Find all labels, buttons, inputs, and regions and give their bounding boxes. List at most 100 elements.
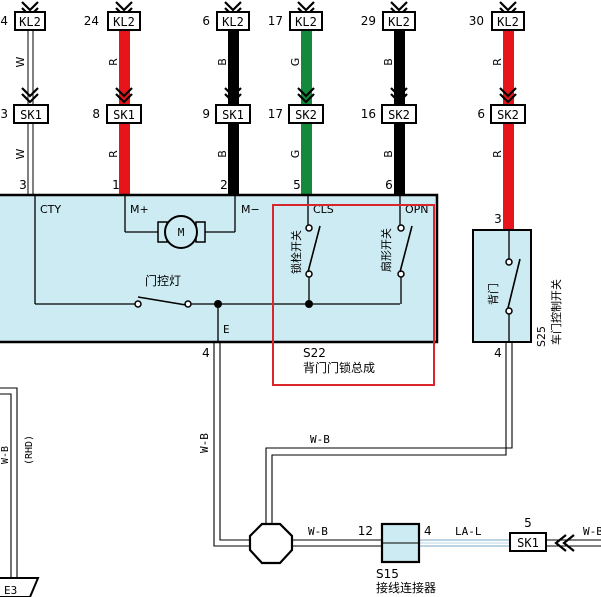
svg-text:锁栓开关: 锁栓开关: [289, 230, 303, 274]
wire-r-mid: [119, 122, 130, 194]
left-partial-wiring: [0, 387, 18, 578]
svg-text:2: 2: [220, 178, 228, 192]
svg-text:5: 5: [293, 178, 301, 192]
s25-pin-bottom: 4: [494, 346, 502, 360]
connector-kl2-30: KL2 30: [469, 11, 525, 31]
backdoor-switch: 背门: [486, 230, 521, 342]
wire-label-wb-bottom: W-B: [308, 525, 328, 538]
svg-text:M: M: [178, 226, 185, 239]
svg-text:KL2: KL2: [295, 15, 317, 29]
svg-text:扇形开关: 扇形开关: [379, 228, 393, 272]
svg-text:R: R: [491, 150, 504, 158]
mid-wire-codes: W R B G B R: [14, 148, 504, 159]
svg-text:M+: M+: [130, 203, 149, 216]
s22-code: S22: [303, 346, 326, 360]
s15-connector: 12 4 S15 接线连接器: [358, 522, 436, 595]
wire-b1-mid: [228, 122, 239, 194]
e3-ground-connector: E3: [0, 577, 40, 597]
sector-switch: 扇形开关: [379, 224, 413, 278]
svg-text:SK1: SK1: [222, 108, 244, 122]
svg-text:KL2: KL2: [113, 15, 135, 29]
connector-sk1-8: SK1 8: [92, 104, 142, 124]
svg-text:G: G: [289, 58, 302, 67]
svg-text:6: 6: [202, 14, 210, 28]
svg-text:17: 17: [268, 107, 283, 121]
highlight-box: [272, 204, 435, 386]
svg-text:接线连接器: 接线连接器: [376, 580, 436, 595]
svg-text:KL2: KL2: [497, 15, 519, 29]
svg-text:SK1: SK1: [20, 108, 42, 122]
s22-name: 背门门锁总成: [303, 360, 375, 375]
connector-sk1-13: SK1 13: [0, 104, 49, 124]
svg-text:14: 14: [0, 14, 8, 28]
svg-text:16: 16: [361, 107, 376, 121]
svg-text:门控灯: 门控灯: [145, 273, 181, 288]
lower-wiring: [213, 342, 601, 547]
svg-text:CTY: CTY: [40, 203, 61, 216]
wire-label-wb-vertical: W-B: [198, 433, 211, 453]
svg-text:KL2: KL2: [222, 15, 244, 29]
top-wire-codes: W R B G B R: [14, 56, 504, 67]
s25-switch-box: [472, 229, 532, 343]
svg-text:4: 4: [424, 524, 432, 538]
connector-kl2-24: KL2 24: [84, 11, 141, 31]
wire-g-top: [301, 30, 312, 106]
door-lamp-switch: 门控灯: [134, 273, 192, 308]
svg-text:24: 24: [84, 14, 99, 28]
wire-r-top: [119, 30, 130, 106]
connector-kl2-14: KL2 14: [0, 11, 46, 31]
wire-label-la-l: LA-L: [455, 525, 482, 538]
s25-code: S25: [535, 326, 548, 347]
svg-text:M−: M−: [241, 203, 260, 216]
svg-text:B: B: [382, 58, 395, 66]
s22-terminals: CTY M+ M− CLS OPN: [40, 203, 429, 216]
svg-text:背门: 背门: [486, 283, 500, 305]
s22-pin-numbers: 3 1 2 5 6: [19, 178, 393, 192]
svg-text:B: B: [216, 58, 229, 66]
svg-text:W: W: [14, 148, 27, 159]
svg-text:SK2: SK2: [295, 108, 317, 122]
connector-sk1-9: SK1 9: [202, 104, 251, 124]
svg-text:9: 9: [202, 107, 210, 121]
wire-label-wb-horizontal: W-B: [310, 433, 330, 446]
svg-text:SK1: SK1: [113, 108, 135, 122]
motor-symbol: M: [157, 215, 206, 249]
svg-text:G: G: [289, 150, 302, 159]
svg-text:3: 3: [19, 178, 27, 192]
svg-text:1: 1: [112, 178, 120, 192]
svg-text:OPN: OPN: [405, 203, 429, 216]
lock-bolt-switch: 锁栓开关: [289, 224, 321, 278]
svg-text:W: W: [14, 56, 27, 67]
left-wire-label: W-B: [0, 446, 11, 464]
svg-text:R: R: [491, 58, 504, 66]
connector-sk1-5: SK1 5: [509, 516, 575, 552]
svg-text:12: 12: [358, 524, 373, 538]
svg-text:E3: E3: [4, 584, 17, 597]
wire-b1-top: [228, 30, 239, 106]
wire-b2-top: [394, 30, 405, 106]
connector-kl2-29: KL2 29: [361, 11, 416, 31]
svg-text:KL2: KL2: [388, 15, 410, 29]
ground-label-e: E: [223, 323, 230, 336]
svg-text:R: R: [107, 150, 120, 158]
svg-text:S15: S15: [376, 567, 399, 581]
wire-label-wb-right: W-B: [583, 525, 601, 538]
svg-text:KL2: KL2: [19, 15, 41, 29]
wire-r2-mid: [503, 122, 514, 230]
wire-b2-mid: [394, 122, 405, 194]
s22-internal-wiring: [34, 195, 402, 342]
connector-sk2-6: SK2 6: [477, 104, 526, 124]
svg-text:CLS: CLS: [313, 203, 334, 216]
svg-text:SK2: SK2: [497, 108, 519, 122]
connector-kl2-6: KL2 6: [202, 11, 250, 31]
left-rhd-label: (RHD): [24, 435, 35, 465]
s25-pin-top: 3: [494, 212, 502, 226]
wire-g-mid: [301, 122, 312, 194]
svg-text:6: 6: [477, 107, 485, 121]
svg-text:5: 5: [524, 516, 532, 530]
s22-ground-pin: 4: [202, 346, 210, 360]
svg-text:SK2: SK2: [388, 108, 410, 122]
s25-name: 车门控制开关: [549, 279, 563, 345]
